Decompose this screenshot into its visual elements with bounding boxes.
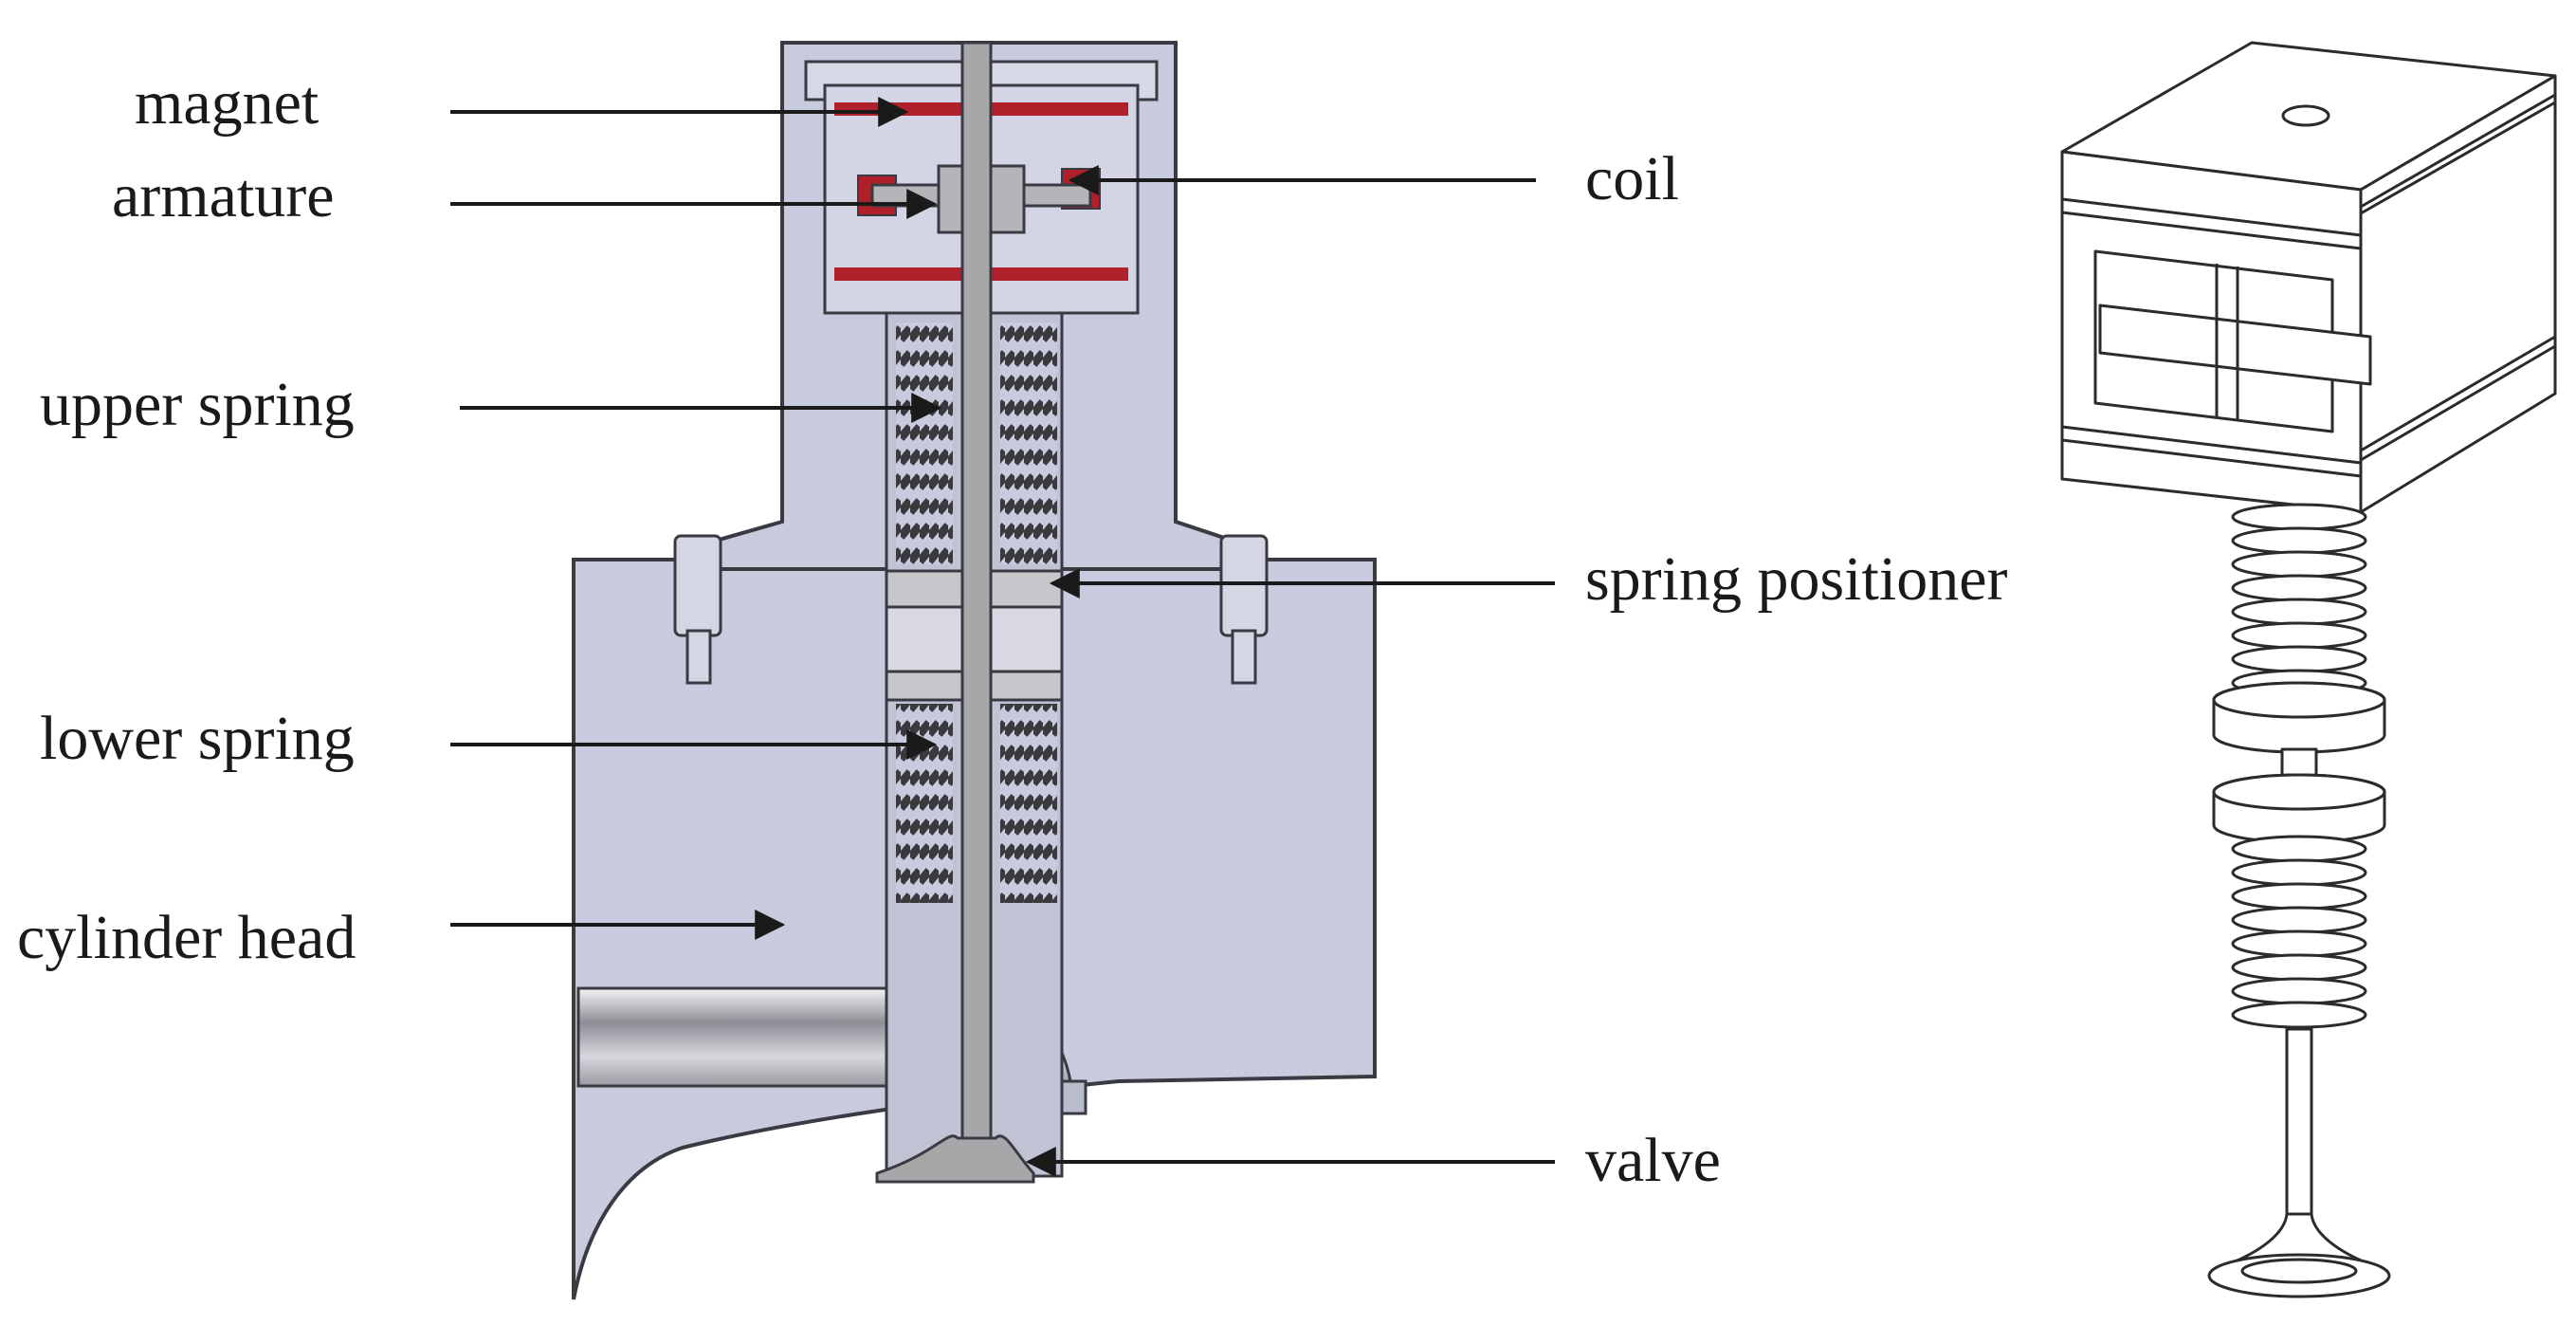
iso-upper-spring bbox=[2231, 503, 2367, 697]
label-magnet: magnet bbox=[135, 68, 319, 138]
left-bolt bbox=[673, 534, 722, 637]
lower-spring-left bbox=[896, 704, 953, 903]
iso-positioner-upper-top bbox=[2212, 681, 2386, 719]
iso-side-groove-1 bbox=[2360, 93, 2556, 209]
iso-top-hole bbox=[2281, 104, 2330, 127]
iso-front-groove-4 bbox=[2061, 438, 2362, 478]
label-spring-positioner: spring positioner bbox=[1585, 544, 2007, 614]
iso-front-groove-3 bbox=[2061, 425, 2362, 465]
iso-valve-stem bbox=[2285, 1027, 2313, 1221]
leader-arrows bbox=[450, 97, 1555, 1177]
isometric-view bbox=[2060, 41, 2557, 1298]
left-bolt-shank bbox=[685, 629, 712, 685]
lower-spring-right bbox=[1000, 704, 1057, 903]
labels: magnet armature upper spring lower sprin… bbox=[17, 68, 2007, 1195]
iso-lower-spring bbox=[2231, 835, 2367, 1029]
valve-stem bbox=[960, 41, 993, 1145]
upper-spring-right bbox=[1000, 322, 1057, 564]
valve-head bbox=[875, 1134, 1035, 1184]
iso-armature-bar bbox=[2098, 304, 2372, 386]
label-valve: valve bbox=[1585, 1126, 1721, 1195]
iso-front-groove-2 bbox=[2061, 211, 2362, 250]
label-lower-spring: lower spring bbox=[40, 704, 355, 773]
iso-side-groove-2 bbox=[2360, 101, 2556, 215]
upper-spring-left bbox=[896, 322, 953, 564]
iso-side-groove-3 bbox=[2360, 335, 2556, 452]
iso-positioner-lower-top bbox=[2212, 773, 2386, 811]
sectional-view bbox=[572, 41, 1377, 1300]
iso-side-groove-4 bbox=[2360, 344, 2556, 462]
right-bolt-shank bbox=[1231, 629, 1257, 685]
label-coil: coil bbox=[1585, 144, 1679, 213]
label-cylinder-head: cylinder head bbox=[17, 903, 356, 972]
right-bolt bbox=[1219, 534, 1269, 637]
iso-valve-head-inner bbox=[2240, 1258, 2358, 1284]
label-upper-spring: upper spring bbox=[40, 370, 355, 439]
iso-front-groove-1 bbox=[2061, 197, 2362, 237]
label-armature: armature bbox=[112, 161, 335, 230]
